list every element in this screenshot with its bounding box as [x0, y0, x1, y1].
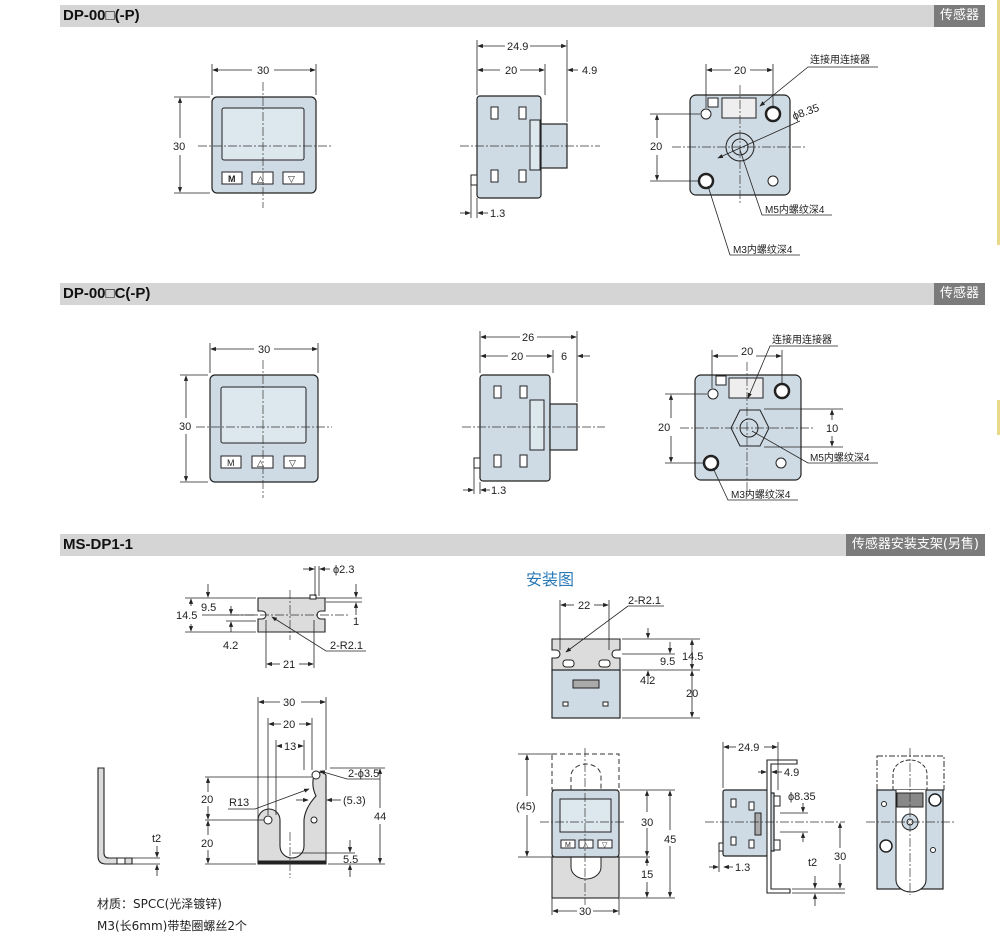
button-label: M	[227, 458, 235, 468]
dim-body-height: 20	[686, 688, 698, 700]
dim-hole-diameter: ϕ2.3	[333, 564, 354, 576]
dim-foot: 1.3	[490, 208, 505, 220]
dim-port-diameter: ϕ8.35	[791, 102, 821, 123]
dim-foot: 1.3	[735, 862, 750, 874]
dim-hole-spacing-y: 20	[650, 141, 662, 153]
dim-mount-height: 30	[834, 851, 846, 863]
slot-radius-label: 2-R2.1	[628, 595, 661, 607]
button-label: M	[228, 174, 236, 184]
dim-total-depth: 24.9	[507, 41, 528, 53]
dim-body-depth: 20	[505, 65, 517, 77]
dim-bracket-offset: 4.9	[784, 767, 799, 779]
dim-hole-spacing-x: 20	[741, 346, 753, 358]
section-title: DP-00□C(-P)	[63, 285, 151, 302]
front-view-dp00: M △ ▽ 30 30	[173, 64, 332, 208]
install-side-view: 24.9 4.9 ϕ8.35 1.3 t2 30	[705, 742, 846, 906]
slot-radius-label: 2-R2.1	[330, 640, 363, 652]
dim-body-depth: 20	[511, 351, 523, 363]
button-label: ▽	[602, 842, 608, 849]
dim-hex-size: 10	[826, 423, 838, 435]
button-label: △	[257, 174, 264, 184]
dim-bracket-height: 14.5	[682, 651, 703, 663]
dim-slot-spacing: 21	[283, 659, 295, 671]
dim-height: 30	[173, 141, 185, 153]
button-label: △	[257, 458, 264, 468]
dim-thickness: t2	[808, 857, 817, 869]
down-button	[282, 171, 305, 185]
dim-slot-position: 9.5	[660, 656, 675, 668]
dim-height: 14.5	[176, 610, 197, 622]
connector-label: 连接用连接器	[772, 333, 832, 346]
back-view-dp00: 20 20 连接用连接器 ϕ8.35 M5内螺纹深4 M3内螺纹深4	[650, 53, 878, 256]
m5-thread-label: M5内螺纹深4	[765, 203, 825, 216]
dim-total-depth: 26	[522, 332, 534, 344]
install-back-view	[866, 748, 955, 895]
connector-label: 连接用连接器	[810, 53, 870, 66]
dim-thickness: t2	[152, 833, 161, 845]
section-title: DP-00□(-P)	[63, 7, 140, 24]
section-header-dp00: DP-00□(-P) 传感器	[60, 5, 985, 27]
dim-bracket-bottom: 15	[641, 869, 653, 881]
dim-total-height-ref: (45)	[516, 801, 536, 813]
m3-thread-label: M3内螺纹深4	[731, 488, 791, 501]
dim-width: 30	[283, 697, 295, 709]
material-note: 材质：SPCC(光泽镀锌)	[97, 897, 222, 911]
side-view-dp00c: 26 20 6 1.3	[462, 331, 605, 497]
dim-projection: 4.9	[582, 65, 597, 77]
button-label: ▽	[289, 458, 296, 468]
side-view-dp00: 24.9 20 4.9 1.3	[460, 40, 600, 220]
button-label: ▽	[288, 174, 295, 184]
page-edge-marker	[997, 400, 1000, 435]
installation-diagram-title: 安装图	[526, 570, 575, 589]
dim-slot-bottom: 5.5	[343, 854, 358, 866]
dim-slot-offset: 4.2	[223, 640, 238, 652]
button-label: △	[583, 842, 589, 849]
page-edge-marker	[997, 0, 1000, 245]
dim-hole-spacing: 20	[283, 719, 295, 731]
dim-foot: 1.3	[491, 485, 506, 497]
dim-tab-thickness: 1	[353, 616, 359, 628]
install-front-view: M △ ▽ (45) 30 15 45 30	[516, 748, 676, 918]
install-top-view: 22 2-R2.1 9.5 4.2 14.5 20	[551, 595, 703, 719]
m-button	[221, 171, 243, 185]
dim-port-diameter: ϕ8.35	[788, 791, 816, 803]
dim-slot-position: 9.5	[201, 602, 216, 614]
dim-total-height: 45	[664, 834, 676, 846]
up-button	[251, 171, 274, 185]
button-label: M	[565, 842, 571, 849]
bracket-front-view: 30 20 13 2-ϕ3.5 20 20 R13 (5.3) 44 5.5	[201, 697, 386, 878]
dim-width: 30	[258, 344, 270, 356]
dim-upper-height: 20	[201, 794, 213, 806]
back-view-dp00c: 20 20 10 连接用连接器 M5内螺纹深4 M3内螺纹深4	[658, 333, 878, 501]
dim-arc-offset: (5.3)	[343, 795, 366, 807]
bracket-side-view: t2	[97, 767, 161, 876]
bracket-top-view: ϕ2.3 1 14.5 9.5 4.2 2-R2.1 21	[176, 564, 366, 671]
front-view-dp00c: M △ ▽ 30 30	[179, 343, 332, 498]
dim-total-height: 44	[374, 811, 386, 823]
section-tag: 传感器安装支架(另售)	[845, 534, 985, 556]
section-title: MS-DP1-1	[63, 536, 134, 553]
dim-depth: 24.9	[738, 742, 759, 754]
section-tag: 传感器	[933, 5, 985, 27]
section-header-msdp1: MS-DP1-1 传感器安装支架(另售)	[60, 534, 985, 556]
dim-hole-spacing-x: 20	[734, 65, 746, 77]
section-header-dp00c: DP-00□C(-P) 传感器	[60, 283, 985, 305]
dim-width: 30	[257, 65, 269, 77]
m5-thread-label: M5内螺纹深4	[810, 451, 870, 464]
dim-sensor-height: 30	[641, 817, 653, 829]
dim-slot-offset: 4.2	[640, 675, 655, 687]
screw-note: M3(长6mm)带垫圈螺丝2个	[97, 919, 248, 933]
hole-count-label: 2-ϕ3.5	[348, 768, 379, 780]
section-tag: 传感器	[933, 283, 985, 305]
m3-thread-label: M3内螺纹深4	[733, 243, 793, 256]
dim-hole-spacing: 22	[578, 600, 590, 612]
dim-lower-height: 20	[201, 838, 213, 850]
dim-slot-width: 13	[284, 741, 296, 753]
dim-height: 30	[179, 421, 191, 433]
arc-radius-label: R13	[229, 797, 249, 809]
dim-width: 30	[579, 906, 591, 918]
dim-projection: 6	[561, 351, 567, 363]
dim-hole-spacing-y: 20	[658, 422, 670, 434]
